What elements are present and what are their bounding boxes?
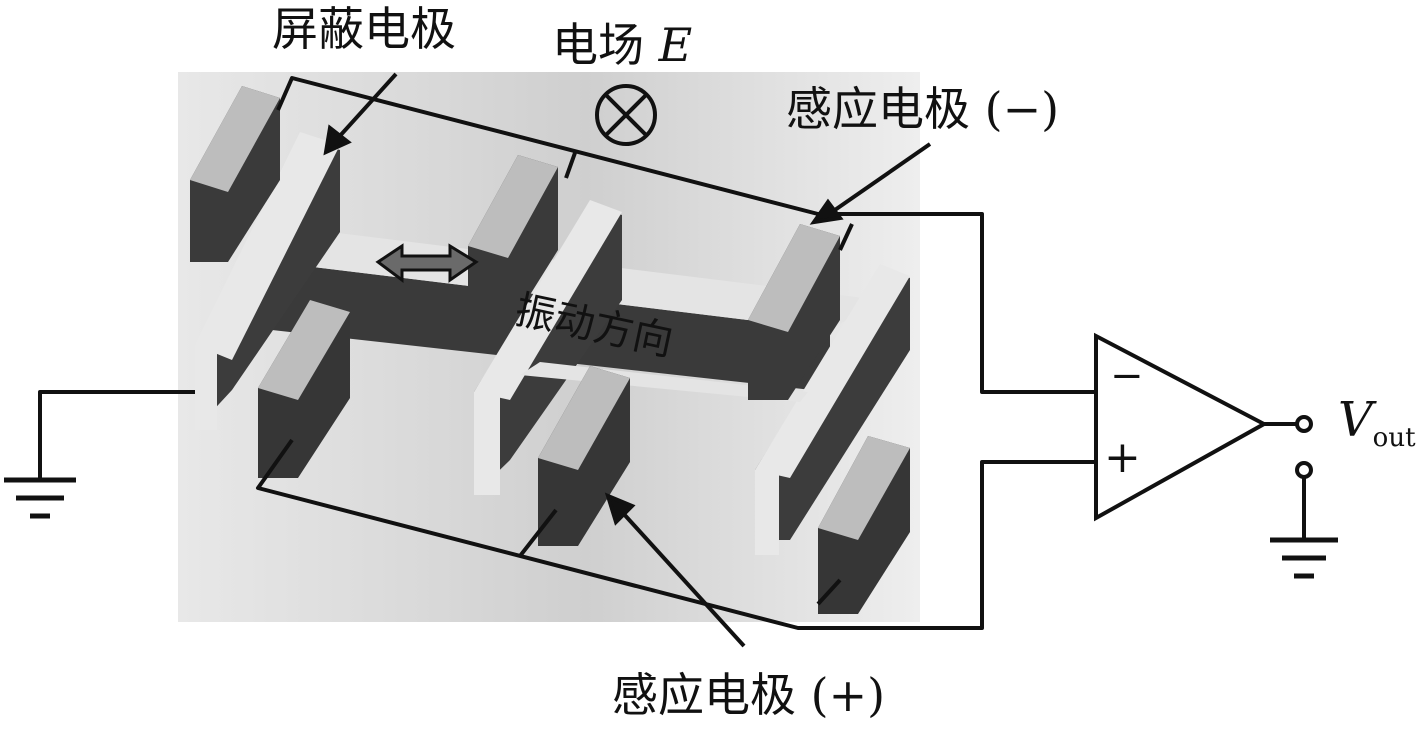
output-voltage-subscript: out [1372, 423, 1416, 453]
output-voltage-label: Vout [1338, 396, 1416, 451]
amp-noninverting-input-label: + [1104, 432, 1141, 483]
open-circle-terminal-icon [1295, 415, 1313, 433]
open-circle-terminal-icon [1295, 461, 1313, 479]
electric-field-label: 电场 E [552, 22, 692, 68]
amp-inverting-input-label: − [1110, 353, 1144, 399]
ground-icon [4, 477, 76, 519]
sense-electrode-negative-blocks [190, 86, 840, 400]
circle-cross-icon [595, 84, 657, 146]
wiring [38, 76, 1306, 630]
op-amp-triangle-icon [1094, 332, 1269, 522]
shield-electrode-label: 屏蔽电极 [272, 2, 456, 56]
sense-electrode-negative-label: 感应电极 (−) [786, 82, 1060, 136]
leader-arrows [323, 72, 932, 648]
vibration-arrow-icon [375, 243, 479, 283]
sense-electrode-positive-blocks [258, 300, 910, 614]
electric-field-prefix: 电场 [552, 18, 644, 72]
sense-electrode-positive-label: 感应电极 (+) [612, 668, 886, 722]
electric-field-symbol: E [658, 18, 693, 72]
output-voltage-symbol: V [1338, 392, 1373, 448]
ground-icon [1270, 537, 1338, 579]
